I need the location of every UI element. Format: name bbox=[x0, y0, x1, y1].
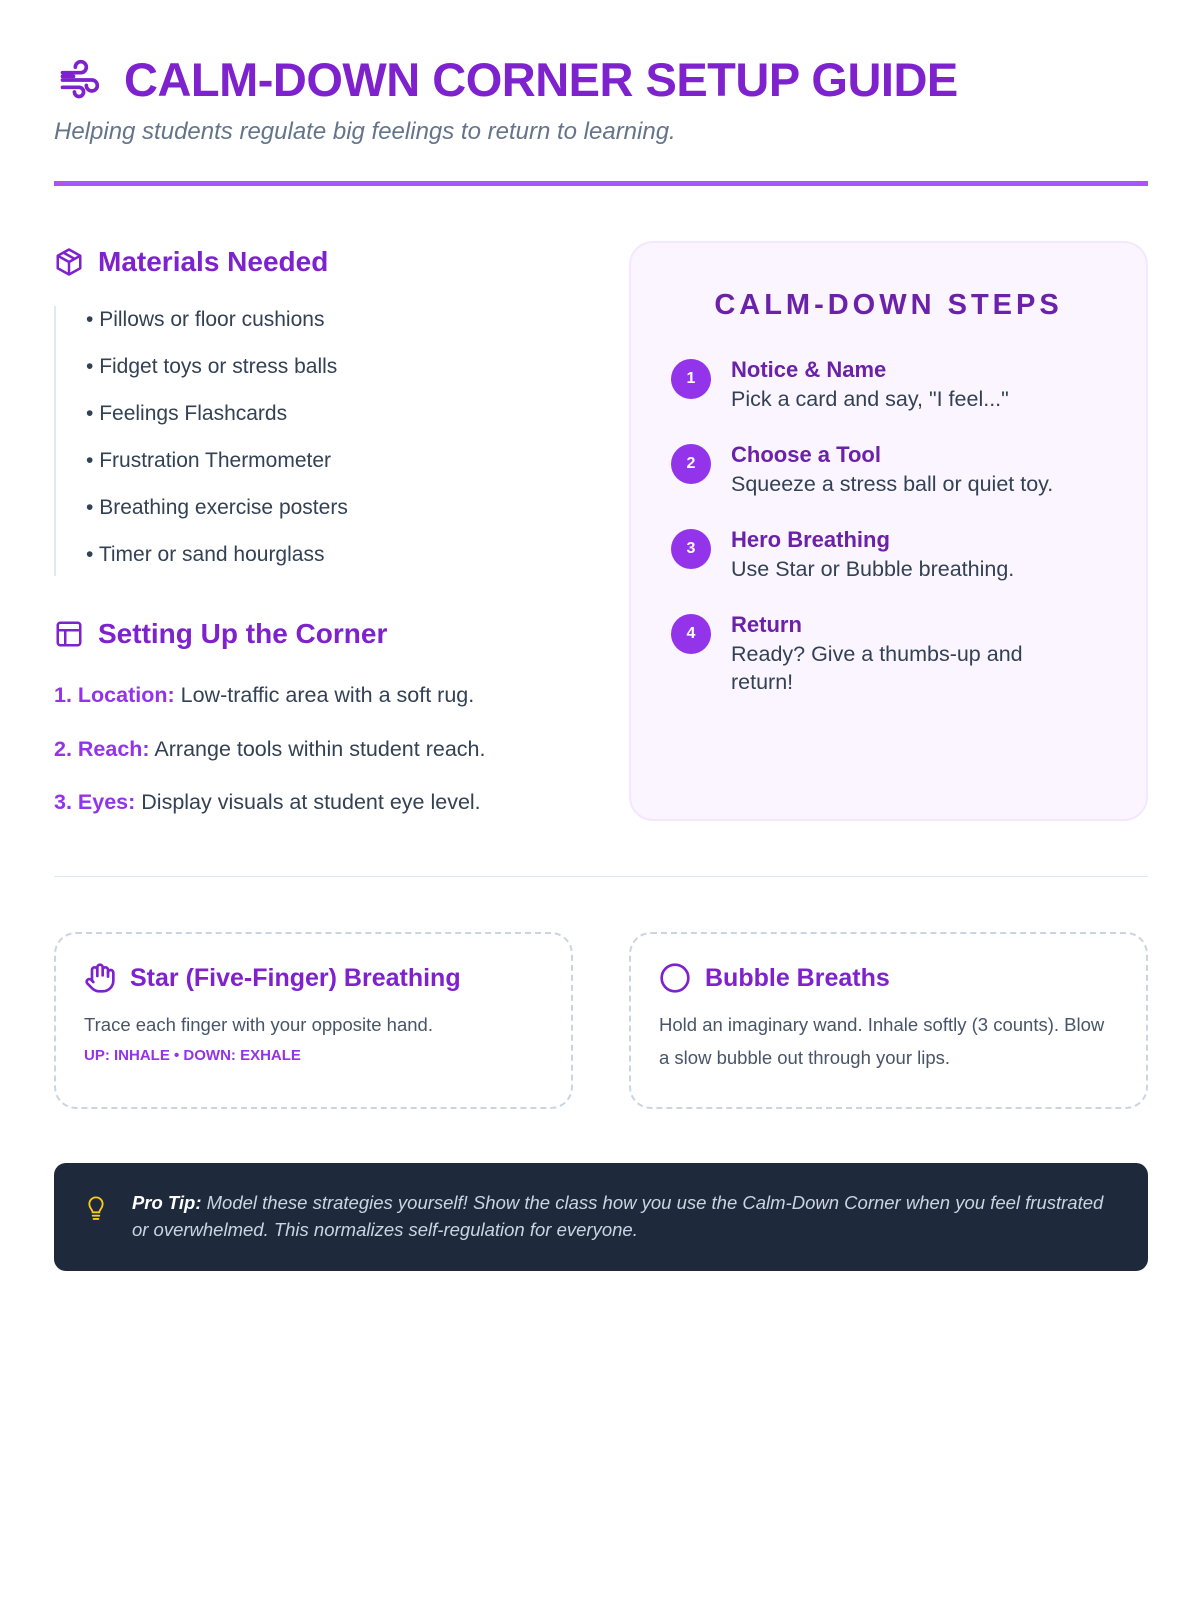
header-rule bbox=[54, 181, 1148, 186]
star-breathing-card: Star (Five-Finger) Breathing Trace each … bbox=[54, 932, 573, 1109]
layout-icon bbox=[56, 621, 82, 647]
wind-icon bbox=[60, 59, 100, 98]
star-title: Star (Five-Finger) Breathing bbox=[130, 963, 461, 992]
setup-item: 3. Eyes: Display visuals at student eye … bbox=[54, 790, 481, 814]
star-tag: UP: INHALE • DOWN: EXHALE bbox=[84, 1047, 301, 1064]
pro-tip-banner: Pro Tip: Model these strategies yourself… bbox=[54, 1163, 1148, 1271]
step-title: Hero Breathing bbox=[731, 527, 890, 552]
setup-heading: Setting Up the Corner bbox=[54, 618, 387, 650]
page-header: CALM-DOWN CORNER SETUP GUIDE bbox=[54, 52, 958, 107]
list-item: • Pillows or floor cushions bbox=[86, 308, 325, 331]
step-number: 1 bbox=[671, 359, 711, 399]
step-desc: Squeeze a stress ball or quiet toy. bbox=[731, 472, 1054, 496]
list-item: • Feelings Flashcards bbox=[86, 402, 288, 425]
pro-tip-text: Pro Tip: Model these strategies yourself… bbox=[131, 1192, 1104, 1240]
package-icon bbox=[56, 248, 82, 276]
step-number: 2 bbox=[671, 444, 711, 484]
list-item: • Fidget toys or stress balls bbox=[86, 355, 338, 378]
list-item: • Breathing exercise posters bbox=[86, 496, 348, 519]
step-number: 3 bbox=[671, 529, 711, 569]
page-subtitle: Helping students regulate big feelings t… bbox=[54, 118, 676, 145]
step-desc: Pick a card and say, "I feel..." bbox=[731, 387, 1009, 411]
bubble-title: Bubble Breaths bbox=[705, 963, 890, 992]
setup-item: 2. Reach: Arrange tools within student r… bbox=[54, 737, 486, 761]
section-divider bbox=[54, 876, 1148, 877]
step-number: 4 bbox=[671, 614, 711, 654]
bubble-desc: Hold an imaginary wand. Inhale softly (3… bbox=[659, 1014, 1105, 1068]
step-title: Notice & Name bbox=[731, 357, 887, 382]
star-desc: Trace each finger with your opposite han… bbox=[84, 1014, 433, 1035]
list-item: • Frustration Thermometer bbox=[86, 449, 332, 472]
steps-heading: CALM-DOWN STEPS bbox=[714, 289, 1063, 321]
bubble-breaths-card: Bubble Breaths Hold an imaginary wand. I… bbox=[629, 932, 1148, 1109]
step-title: Return bbox=[731, 612, 802, 637]
setup-item: 1. Location: Low-traffic area with a sof… bbox=[54, 683, 475, 707]
setup-title: Setting Up the Corner bbox=[98, 618, 388, 649]
step-desc: Ready? Give a thumbs-up and return! bbox=[731, 642, 1023, 694]
circle-icon bbox=[660, 963, 690, 993]
materials-heading: Materials Needed bbox=[54, 246, 328, 278]
step-desc: Use Star or Bubble breathing. bbox=[731, 557, 1015, 581]
lightbulb-icon bbox=[88, 1196, 104, 1220]
page-title: CALM-DOWN CORNER SETUP GUIDE bbox=[124, 53, 958, 106]
list-item: • Timer or sand hourglass bbox=[86, 543, 325, 566]
step-title: Choose a Tool bbox=[731, 442, 881, 467]
hand-icon bbox=[85, 963, 115, 993]
materials-list: • Pillows or floor cushions • Fidget toy… bbox=[54, 306, 348, 576]
materials-title: Materials Needed bbox=[98, 246, 329, 277]
